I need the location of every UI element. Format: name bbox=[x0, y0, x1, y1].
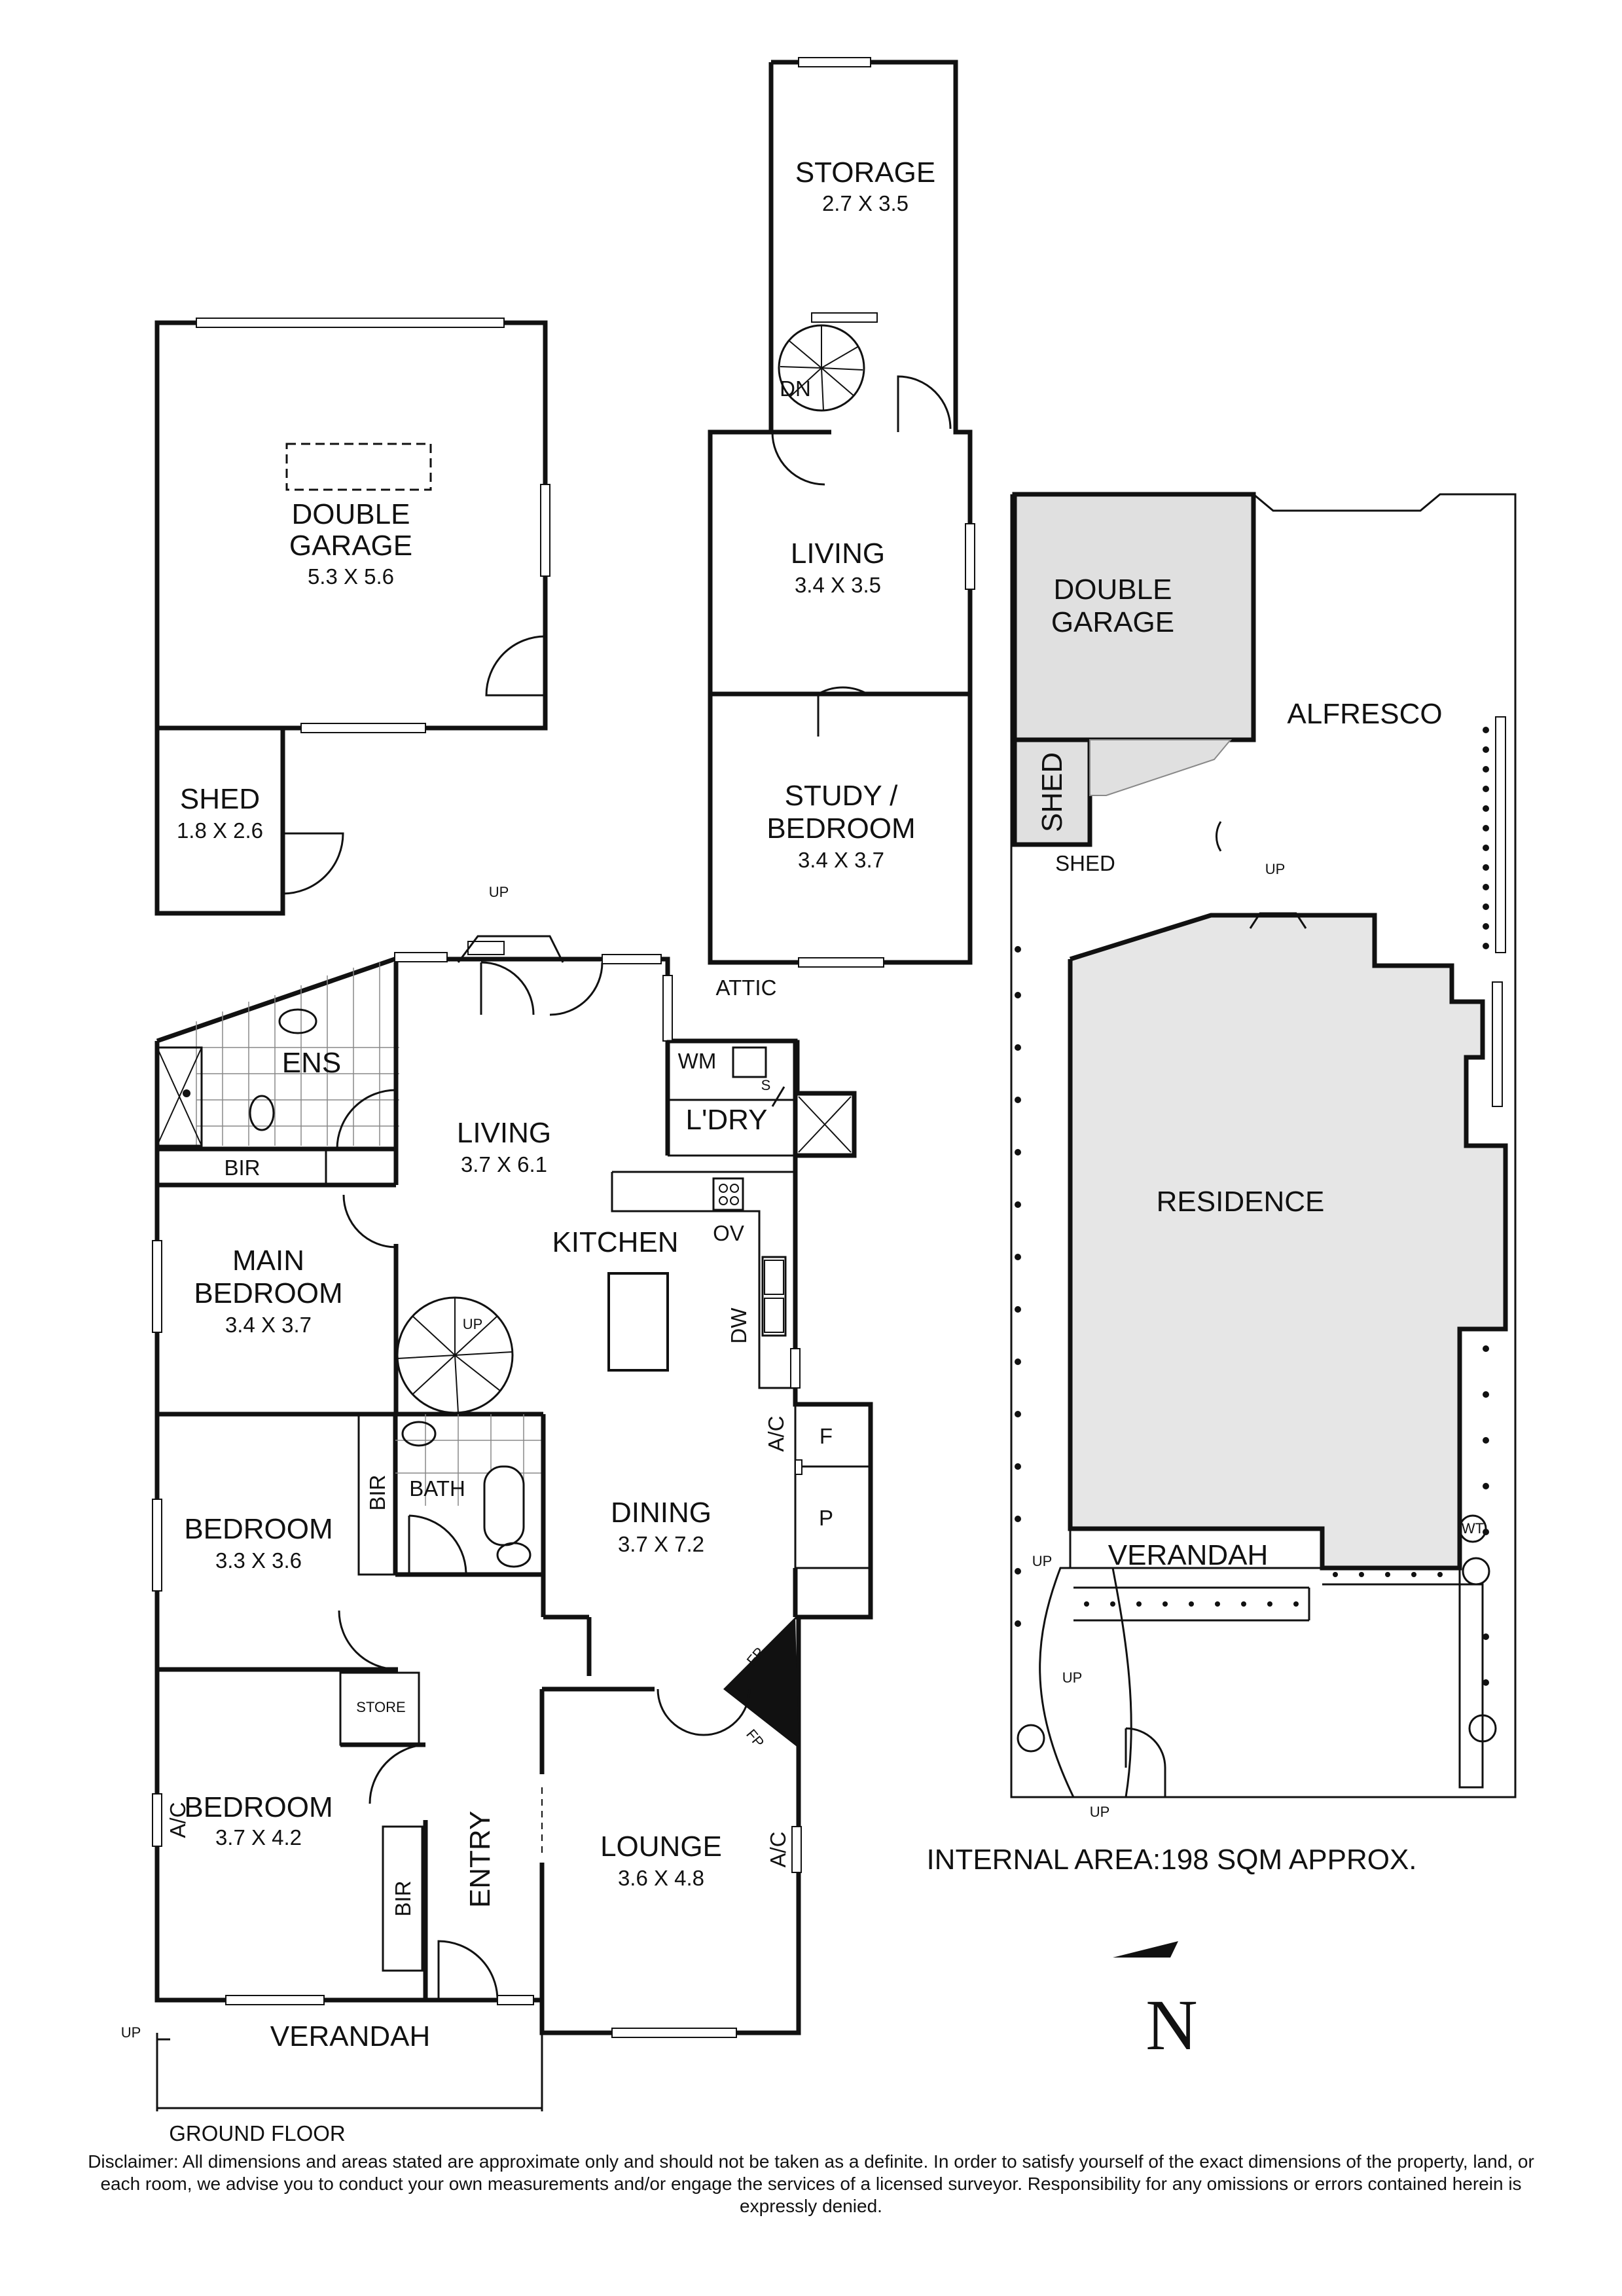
living-dimensions: 3.7 X 6.1 bbox=[461, 1152, 547, 1176]
entry-bir-label: BIR bbox=[391, 1880, 415, 1916]
living-up-label: UP bbox=[489, 884, 509, 900]
garage-label-2: GARAGE bbox=[289, 530, 412, 562]
stair-up-label: UP bbox=[463, 1316, 483, 1332]
alfresco-label: ALFRESCO bbox=[1287, 698, 1442, 730]
alfresco-up-label: UP bbox=[1265, 861, 1286, 877]
site-shed-label: SHED bbox=[1036, 752, 1068, 832]
dining-label: DINING bbox=[611, 1497, 712, 1529]
dining-ac-label: A/C bbox=[764, 1415, 788, 1451]
oven-label: OV bbox=[713, 1221, 744, 1245]
attic-dn-label: DN bbox=[780, 376, 811, 401]
attic-storage-dimensions: 2.7 X 3.5 bbox=[822, 191, 909, 215]
shed-label: SHED bbox=[180, 783, 260, 815]
lounge-dimensions: 3.6 X 4.8 bbox=[618, 1866, 704, 1890]
dishwasher-label: DW bbox=[727, 1307, 751, 1344]
residence-label: RESIDENCE bbox=[1157, 1186, 1325, 1218]
site-path-up-label: UP bbox=[1062, 1669, 1083, 1686]
bedroom-3-ac-label: A/C bbox=[166, 1802, 190, 1838]
ensuite-bir-label: BIR bbox=[224, 1156, 260, 1180]
site-plan bbox=[1010, 492, 1517, 1798]
ground-floor-title: GROUND FLOOR bbox=[169, 2121, 346, 2145]
fridge-label: F bbox=[820, 1424, 833, 1448]
kitchen-label: KITCHEN bbox=[552, 1226, 678, 1258]
ground-floor-plan bbox=[152, 935, 873, 2111]
garage-label-1: DOUBLE bbox=[292, 498, 410, 530]
attic-living-dimensions: 3.4 X 3.5 bbox=[795, 573, 881, 597]
bath-label: BATH bbox=[409, 1476, 465, 1501]
site-verandah-label: VERANDAH bbox=[1108, 1539, 1269, 1571]
attic-study-label-2: BEDROOM bbox=[766, 812, 915, 845]
tree-icon bbox=[1017, 1724, 1045, 1753]
ensuite-label: ENS bbox=[282, 1047, 341, 1079]
fireplace-label-2: FP bbox=[743, 1726, 767, 1751]
north-label: N bbox=[1145, 1985, 1197, 2065]
lounge-label: LOUNGE bbox=[600, 1831, 722, 1863]
dining-dimensions: 3.7 X 7.2 bbox=[618, 1532, 704, 1556]
living-label: LIVING bbox=[457, 1117, 551, 1149]
main-bedroom-label-2: BEDROOM bbox=[194, 1277, 342, 1309]
outbuilding-garage bbox=[154, 318, 550, 916]
bath-bir-label: BIR bbox=[365, 1474, 389, 1510]
water-tank-icon bbox=[1458, 1514, 1487, 1543]
shed-dimensions: 1.8 X 2.6 bbox=[177, 818, 263, 843]
ensuite-tiles bbox=[196, 962, 399, 1146]
attic-living-label: LIVING bbox=[791, 538, 885, 570]
laundry-label: L'DRY bbox=[686, 1104, 768, 1136]
site-fence-posts bbox=[1015, 727, 1489, 1686]
tree-icon bbox=[1462, 1557, 1490, 1586]
sink-label: S bbox=[761, 1077, 771, 1093]
store-label: STORE bbox=[356, 1699, 405, 1715]
attic-storage-label: STORAGE bbox=[795, 156, 935, 189]
entry-label: ENTRY bbox=[464, 1811, 496, 1908]
bedroom-2-label: BEDROOM bbox=[184, 1513, 333, 1545]
bedroom-2-dimensions: 3.3 X 3.6 bbox=[215, 1548, 302, 1573]
site-garage-label-2: GARAGE bbox=[1051, 606, 1174, 638]
site-gate-up-label: UP bbox=[1090, 1804, 1110, 1820]
bedroom-3-dimensions: 3.7 X 4.2 bbox=[215, 1825, 302, 1850]
verandah-label: VERANDAH bbox=[270, 2020, 431, 2052]
lounge-ac-label: A/C bbox=[766, 1831, 790, 1867]
site-verandah-up-label: UP bbox=[1032, 1553, 1053, 1569]
washing-machine-label: WM bbox=[678, 1049, 717, 1073]
garage-dimensions: 5.3 X 5.6 bbox=[308, 564, 394, 589]
north-arrow-icon bbox=[1113, 1941, 1178, 1958]
bath-tiles bbox=[395, 1414, 543, 1506]
main-bedroom-dimensions: 3.4 X 3.7 bbox=[225, 1313, 312, 1337]
attic-plan bbox=[708, 57, 975, 968]
pantry-label: P bbox=[819, 1506, 833, 1530]
verandah-up-label: UP bbox=[121, 2024, 141, 2041]
site-garage-label-1: DOUBLE bbox=[1054, 574, 1172, 606]
site-shed-pointer-label: SHED bbox=[1055, 851, 1115, 875]
main-bedroom-label-1: MAIN bbox=[232, 1245, 304, 1277]
attic-study-dimensions: 3.4 X 3.7 bbox=[798, 848, 884, 872]
disclaimer-text: Disclaimer: All dimensions and areas sta… bbox=[88, 2151, 1534, 2216]
attic-study-label-1: STUDY / bbox=[785, 780, 899, 812]
attic-title: ATTIC bbox=[716, 975, 777, 1000]
bedroom-3-label: BEDROOM bbox=[184, 1791, 333, 1823]
tree-icon bbox=[1468, 1714, 1497, 1743]
internal-area-label: INTERNAL AREA:198 SQM APPROX. bbox=[926, 1844, 1416, 1876]
water-tank-label: WT bbox=[1462, 1520, 1484, 1537]
